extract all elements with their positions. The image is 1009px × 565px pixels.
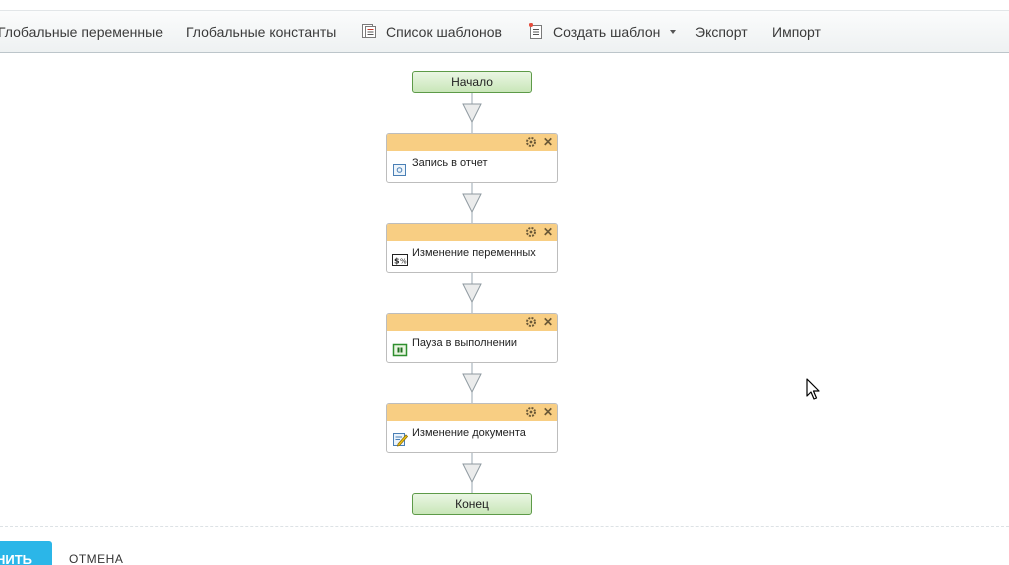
connector-arrow: [462, 463, 482, 484]
variables-change-icon: $ %: [392, 254, 408, 266]
close-icon[interactable]: ✕: [542, 405, 553, 419]
node-label: Запись в отчет: [412, 157, 488, 169]
chevron-down-icon: [670, 29, 677, 34]
close-icon[interactable]: ✕: [542, 225, 553, 239]
save-button-label: НИТЬ: [0, 552, 32, 565]
footer-divider: [0, 526, 1009, 527]
gear-icon[interactable]: [525, 136, 537, 148]
node-header: ✕: [387, 134, 557, 151]
gear-icon[interactable]: [525, 406, 537, 418]
svg-text:$: $: [394, 257, 400, 266]
start-node-label: Начало: [451, 75, 493, 89]
start-node[interactable]: Начало: [412, 71, 532, 93]
gear-icon[interactable]: [525, 226, 537, 238]
cancel-button-label: ОТМЕНА: [69, 552, 124, 565]
node-header: ✕: [387, 404, 557, 421]
flow-node-variables-change[interactable]: ✕ $ % Изменение переменных: [386, 223, 558, 273]
flow-node-report-write[interactable]: ✕ Запись в отчет: [386, 133, 558, 183]
create-template-label: Создать шаблон: [553, 24, 661, 40]
end-node-label: Конец: [455, 497, 489, 511]
global-variables-label: Глобальные переменные: [0, 24, 163, 40]
template-list-label: Список шаблонов: [386, 24, 502, 40]
node-label: Изменение переменных: [412, 247, 536, 259]
connector-arrow: [462, 283, 482, 304]
node-header: ✕: [387, 314, 557, 331]
svg-text:%: %: [400, 258, 407, 266]
cancel-button[interactable]: ОТМЕНА: [69, 552, 123, 565]
node-label: Пауза в выполнении: [412, 337, 518, 349]
document-edit-icon: [393, 433, 408, 447]
global-variables-menu[interactable]: Глобальные переменные: [0, 11, 163, 53]
node-label: Изменение документа: [412, 427, 526, 439]
connector-arrow: [462, 103, 482, 124]
close-icon[interactable]: ✕: [542, 315, 553, 329]
gear-icon[interactable]: [525, 316, 537, 328]
create-template-icon: [529, 23, 542, 39]
template-list-menu[interactable]: Список шаблонов: [361, 11, 502, 53]
template-list-icon: [362, 24, 376, 38]
global-constants-label: Глобальные константы: [186, 24, 337, 40]
create-template-menu[interactable]: Создать шаблон: [528, 11, 677, 53]
export-label: Экспорт: [695, 24, 748, 40]
report-write-icon: [393, 164, 406, 176]
mouse-cursor-icon: [806, 378, 820, 400]
connector-arrow: [462, 193, 482, 214]
connector-arrow: [462, 373, 482, 394]
import-menu[interactable]: Импорт: [772, 11, 821, 53]
save-button[interactable]: НИТЬ: [0, 541, 52, 565]
pause-icon: [392, 343, 408, 357]
flow-node-pause[interactable]: ✕ Пауза в выполнении: [386, 313, 558, 363]
export-menu[interactable]: Экспорт: [695, 11, 748, 53]
close-icon[interactable]: ✕: [542, 135, 553, 149]
toolbar: Глобальные переменные Глобальные констан…: [0, 10, 1009, 53]
global-constants-menu[interactable]: Глобальные константы: [186, 11, 336, 53]
import-label: Импорт: [772, 24, 821, 40]
node-header: ✕: [387, 224, 557, 241]
end-node[interactable]: Конец: [412, 493, 532, 515]
flow-node-document-edit[interactable]: ✕ Изменение документа: [386, 403, 558, 453]
